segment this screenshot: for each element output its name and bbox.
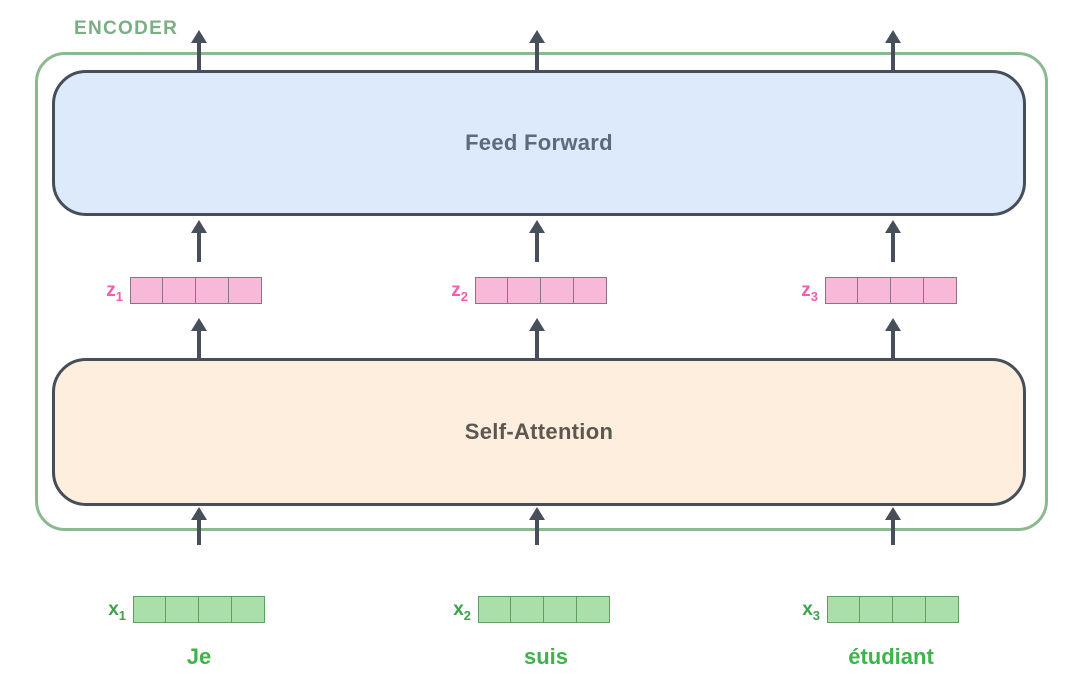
up-arrow <box>528 507 546 545</box>
word-etudiant: étudiant <box>848 644 934 669</box>
x3-vector-group: x3 <box>794 596 959 623</box>
arrow-head-icon <box>191 30 207 43</box>
vector-cell <box>860 596 893 623</box>
up-arrow <box>528 30 546 71</box>
x2-vector-group: x2 <box>445 596 610 623</box>
vector-cell <box>133 596 166 623</box>
arrow-head-icon <box>529 220 545 233</box>
x1-vector <box>133 596 265 623</box>
x3-label: x3 <box>802 599 820 623</box>
vector-cell <box>475 277 508 304</box>
word-je: Je <box>186 644 212 669</box>
vector-cell <box>858 277 891 304</box>
encoder-label: ENCODER <box>74 18 179 39</box>
up-arrow <box>528 220 546 262</box>
z2-vector <box>475 277 607 304</box>
arrow-stem <box>534 42 540 71</box>
x3-vector <box>827 596 959 623</box>
vector-cell <box>541 277 574 304</box>
vector-cell <box>232 596 265 623</box>
vector-cell <box>891 277 924 304</box>
vector-cell <box>130 277 163 304</box>
x2-vector <box>478 596 610 623</box>
x2-label: x2 <box>453 599 471 623</box>
vector-cell <box>926 596 959 623</box>
z2-vector-group: z2 <box>442 277 607 304</box>
arrow-stem <box>196 519 202 545</box>
vector-cell <box>574 277 607 304</box>
up-arrow <box>528 318 546 360</box>
z1-vector-group: z1 <box>97 277 262 304</box>
arrow-head-icon <box>885 220 901 233</box>
up-arrow <box>884 30 902 71</box>
z3-label: z3 <box>801 280 818 304</box>
arrow-stem <box>196 232 202 262</box>
arrow-stem <box>890 330 896 360</box>
arrow-stem <box>534 330 540 360</box>
vector-cell <box>825 277 858 304</box>
arrow-head-icon <box>529 507 545 520</box>
arrow-head-icon <box>885 507 901 520</box>
arrow-head-icon <box>529 30 545 43</box>
vector-cell <box>229 277 262 304</box>
arrow-stem <box>534 519 540 545</box>
vector-cell <box>511 596 544 623</box>
up-arrow <box>190 220 208 262</box>
vector-cell <box>196 277 229 304</box>
self-attention-label: Self-Attention <box>464 419 614 444</box>
vector-cell <box>924 277 957 304</box>
self-attention-box: Self-Attention <box>52 358 1026 506</box>
feed-forward-box: Feed Forward <box>52 70 1026 216</box>
arrow-stem <box>890 519 896 545</box>
vector-cell <box>544 596 577 623</box>
z2-label: z2 <box>451 280 468 304</box>
z3-vector <box>825 277 957 304</box>
x1-vector-group: x1 <box>100 596 265 623</box>
vector-cell <box>478 596 511 623</box>
encoder-frame <box>35 52 1048 531</box>
arrow-head-icon <box>885 30 901 43</box>
up-arrow <box>884 318 902 360</box>
word-suis: suis <box>523 644 569 669</box>
z3-vector-group: z3 <box>792 277 957 304</box>
up-arrow <box>884 507 902 545</box>
up-arrow <box>190 30 208 71</box>
vector-cell <box>163 277 196 304</box>
up-arrow <box>190 507 208 545</box>
z1-vector <box>130 277 262 304</box>
arrow-head-icon <box>191 507 207 520</box>
arrow-stem <box>196 42 202 71</box>
arrow-head-icon <box>885 318 901 331</box>
arrow-stem <box>534 232 540 262</box>
up-arrow <box>190 318 208 360</box>
vector-cell <box>827 596 860 623</box>
feed-forward-label: Feed Forward <box>465 130 613 155</box>
arrow-stem <box>196 330 202 360</box>
x1-label: x1 <box>108 599 126 623</box>
vector-cell <box>577 596 610 623</box>
vector-cell <box>508 277 541 304</box>
arrow-stem <box>890 42 896 71</box>
vector-cell <box>893 596 926 623</box>
arrow-head-icon <box>529 318 545 331</box>
vector-cell <box>199 596 232 623</box>
up-arrow <box>884 220 902 262</box>
arrow-stem <box>890 232 896 262</box>
arrow-head-icon <box>191 318 207 331</box>
z1-label: z1 <box>106 280 123 304</box>
arrow-head-icon <box>191 220 207 233</box>
vector-cell <box>166 596 199 623</box>
